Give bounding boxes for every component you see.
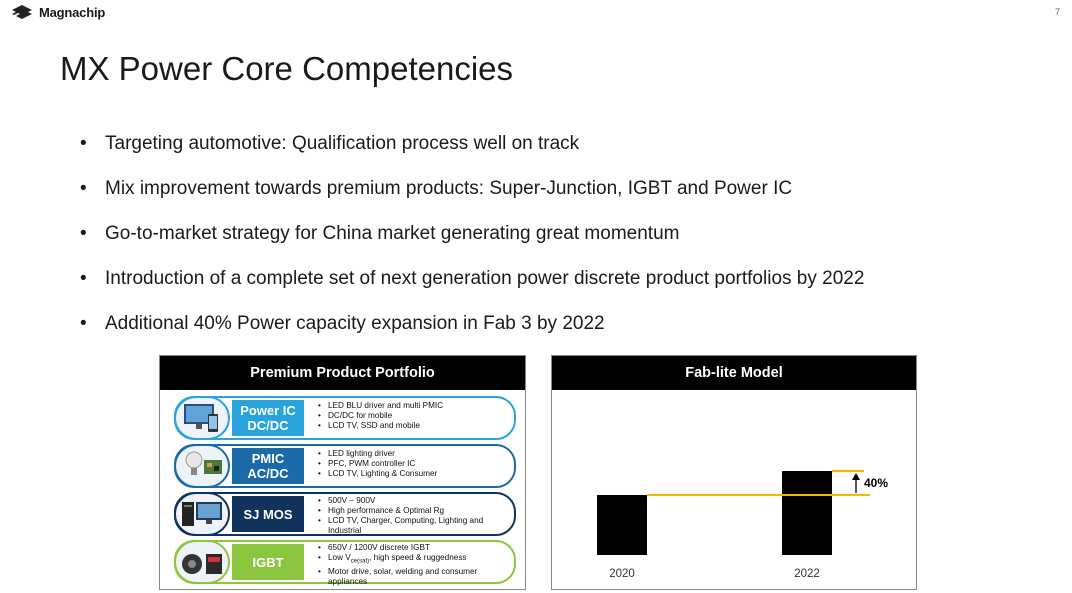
bullet-item: •Mix improvement towards premium product…	[80, 178, 793, 199]
item: LED lighting driver	[316, 449, 514, 459]
bar-2022	[782, 471, 832, 555]
motor-and-welder-image	[174, 540, 230, 584]
x-tick-label: 2022	[794, 568, 820, 580]
x-tick-label: 2020	[609, 568, 635, 580]
item: 500V – 900V	[316, 496, 514, 506]
page-number: 7	[1054, 7, 1060, 17]
item: LCD TV, Charger, Computing, Lighting and…	[316, 516, 514, 536]
bar-2020	[597, 495, 647, 555]
sj-mos-items: 500V – 900V High performance & Optimal R…	[316, 496, 514, 536]
magnachip-logo-icon	[12, 5, 32, 19]
item: High performance & Optimal Rg	[316, 506, 514, 516]
portfolio-row-sj-mos: SJ MOS 500V – 900V High performance & Op…	[174, 492, 516, 536]
label-line: AC/DC	[247, 466, 289, 481]
growth-annotation: 40%	[864, 476, 888, 490]
growth-arrow-head	[852, 473, 860, 480]
item: DC/DC for mobile	[316, 411, 514, 421]
fab-lite-chart: 2020 2022 40%	[597, 470, 888, 580]
label-line: PMIC	[251, 451, 285, 466]
item: LED BLU driver and multi PMIC	[316, 401, 514, 411]
bullet-item: •Go-to-market strategy for China market …	[80, 223, 680, 244]
fab-lite-model-panel: Fab-lite Model 2020 2022 40%	[551, 355, 917, 590]
bullet-text: Mix improvement towards premium products…	[105, 178, 793, 199]
pmic-items: LED lighting driver PFC, PWM controller …	[316, 449, 514, 479]
item: PFC, PWM controller IC	[316, 459, 514, 469]
item: LCD TV, Lighting & Consumer	[316, 469, 514, 479]
item: Motor drive, solar, welding and consumer…	[316, 567, 514, 587]
bullet-text: Introduction of a complete set of next g…	[105, 268, 865, 289]
vce-text: Low V	[328, 553, 351, 562]
power-ic-items: LED BLU driver and multi PMIC DC/DC for …	[316, 401, 514, 431]
igbt-label: IGBT	[232, 544, 304, 580]
label-line: SJ MOS	[243, 506, 293, 522]
page-title: MX Power Core Competencies	[60, 50, 514, 87]
magnachip-logo: Magnachip	[10, 4, 105, 20]
logo-text: Magnachip	[39, 4, 106, 20]
portfolio-title: Premium Product Portfolio	[160, 356, 525, 390]
bullet-text: Targeting automotive: Qualification proc…	[105, 133, 580, 154]
item: LCD TV, SSD and mobile	[316, 421, 514, 431]
bullet-item: •Additional 40% Power capacity expansion…	[80, 313, 605, 334]
label-line: DC/DC	[247, 418, 289, 433]
bullet-text: Go-to-market strategy for China market g…	[105, 223, 680, 244]
bullet-item: •Targeting automotive: Qualification pro…	[80, 133, 580, 154]
portfolio-row-igbt: IGBT 650V / 1200V discrete IGBT Low Vce(…	[174, 540, 516, 587]
computer-and-tv-image	[174, 492, 230, 536]
item: 650V / 1200V discrete IGBT	[316, 543, 514, 553]
sj-mos-label: SJ MOS	[232, 496, 304, 532]
label-line: IGBT	[252, 554, 284, 570]
vce-rest: , high speed & ruggedness	[369, 553, 467, 562]
bullet-text: Additional 40% Power capacity expansion …	[105, 313, 605, 334]
label-line: Power IC	[240, 403, 296, 418]
bullet-list: •Targeting automotive: Qualification pro…	[80, 131, 864, 356]
fablite-title: Fab-lite Model	[552, 356, 916, 390]
tv-and-phone-image	[174, 396, 230, 440]
vce-subscript: ce(sat)	[350, 558, 370, 565]
bullet-item: •Introduction of a complete set of next …	[80, 268, 865, 289]
igbt-items: 650V / 1200V discrete IGBT Low Vce(sat),…	[316, 543, 514, 587]
item: Low Vce(sat), high speed & ruggedness	[316, 553, 514, 567]
lightbulb-and-board-image	[174, 444, 230, 488]
